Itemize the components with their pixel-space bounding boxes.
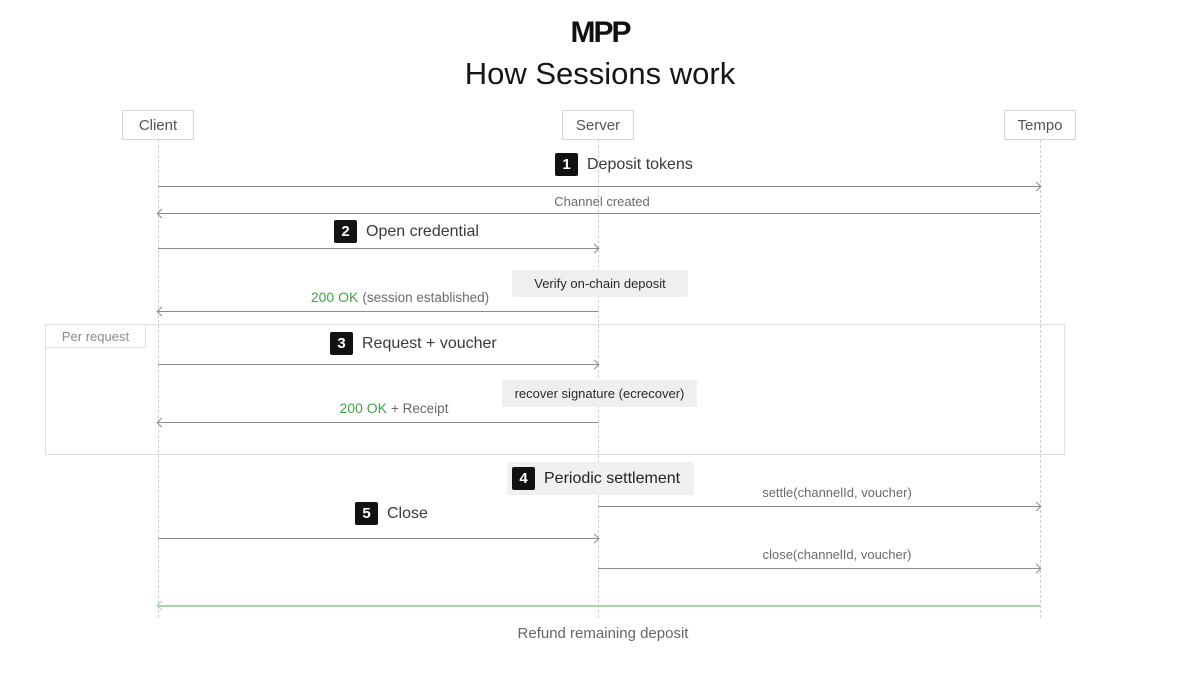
lifeline-tempo [1040,140,1041,618]
arrow-open-credential [158,243,600,254]
msg-session-ok: 200 OK(session established) [311,289,489,305]
session-ok-detail: (session established) [362,290,490,305]
lifeline-server [598,140,599,618]
step4-badge: 4 [512,467,535,490]
step3-label: Request + voucher [362,334,497,352]
step5-label: Close [387,504,428,522]
participant-server: Server [562,110,634,140]
arrow-close-call [598,563,1042,574]
session-ok-status: 200 OK [310,289,359,305]
note-recover-signature: recover signature (ecrecover) [502,380,697,407]
arrow-channel-created [156,208,1040,219]
msg-close-call: close(channelId, voucher) [762,547,912,562]
step3-badge: 3 [330,332,353,355]
arrow-deposit-tokens [158,181,1042,192]
msg-settle-call: settle(channelId, voucher) [762,485,912,500]
participant-client: Client [122,110,194,140]
step4-label: Periodic settlement [544,469,681,487]
step5-badge: 5 [355,502,378,525]
step1-deposit-tokens: 1 Deposit tokens [555,153,693,176]
note-verify-deposit: Verify on-chain deposit [512,270,688,297]
step5-close: 5 Close [355,502,428,525]
arrow-close [158,533,600,544]
step4-periodic-settlement: 4 Periodic settlement [507,462,695,495]
step1-badge: 1 [555,153,578,176]
receipt-ok-detail: + Receipt [391,401,449,416]
step2-label: Open credential [366,222,479,240]
per-request-fragment: Per request [45,324,1065,455]
arrow-receipt-ok [156,417,598,428]
arrow-request-voucher [158,359,600,370]
step1-label: Deposit tokens [587,155,693,173]
arrow-session-ok [156,306,598,317]
step2-open-credential: 2 Open credential [334,220,479,243]
step3-request-voucher: 3 Request + voucher [330,332,497,355]
arrow-settle-call [598,501,1042,512]
refund-label: Refund remaining deposit [517,625,689,642]
msg-receipt-ok: 200 OK+ Receipt [340,400,449,416]
arrow-refund [156,600,1040,611]
mpp-logo: MPP [570,16,631,49]
msg-channel-created: Channel created [554,194,650,209]
lifeline-client [158,140,159,618]
participant-tempo: Tempo [1004,110,1076,140]
page-title: How Sessions work [464,56,736,91]
per-request-label: Per request [45,324,146,348]
receipt-ok-status: 200 OK [339,400,388,416]
step2-badge: 2 [334,220,357,243]
